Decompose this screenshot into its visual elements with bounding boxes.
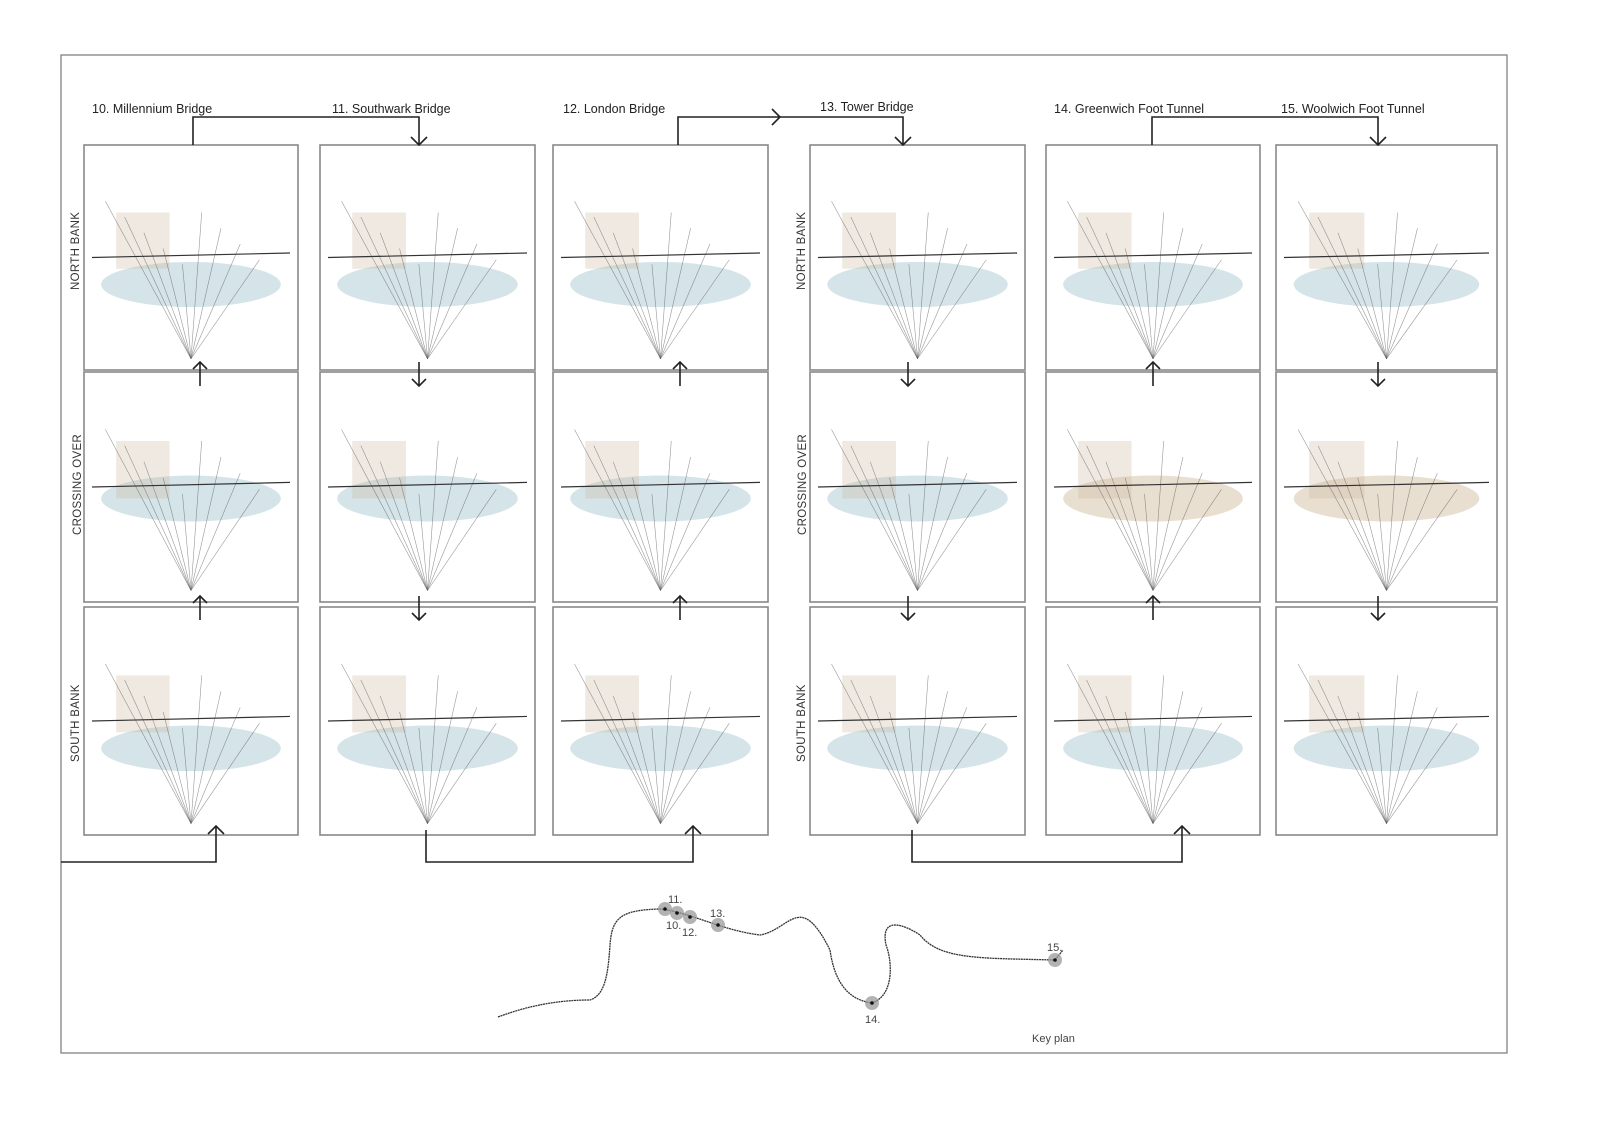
- svg-text:11.: 11.: [668, 894, 682, 906]
- arrow-down-icon: [900, 596, 916, 622]
- sketch-12-south-bank: [552, 606, 769, 836]
- key-plan-marker-13: 13.: [710, 908, 725, 932]
- sketch-15-north-bank: [1275, 144, 1498, 371]
- key-plan-marker-12: 12.: [682, 910, 697, 939]
- row-label-crossing-over-2: CROSSING OVER: [797, 434, 809, 535]
- key-plan-markers: 10. 11. 12. 13. 14. 15.: [658, 894, 1062, 1026]
- sketch-13-north-bank: [809, 144, 1026, 371]
- sketch-10-crossing-over: [83, 371, 299, 603]
- sketch-11-north-bank: [319, 144, 536, 371]
- sketch-15-south-bank: [1275, 606, 1498, 836]
- sketch-10-north-bank: [83, 144, 299, 371]
- sketch-13-crossing-over: [809, 371, 1026, 603]
- svg-text:14.: 14.: [865, 1014, 880, 1026]
- header-london-bridge: 12. London Bridge: [563, 102, 665, 116]
- sheet-border: [60, 54, 1508, 1054]
- arrow-up-icon: [192, 360, 208, 386]
- arrow-down-icon: [411, 362, 427, 388]
- sketch-frames: [83, 144, 1498, 836]
- arrow-down-icon: [1370, 596, 1386, 622]
- row-label-crossing-over: CROSSING OVER: [72, 434, 84, 535]
- sketch-12-north-bank: [552, 144, 769, 371]
- flow-arrows: [192, 360, 1386, 622]
- key-plan-marker-10: 10.: [658, 902, 681, 932]
- sketch-10-south-bank: [83, 606, 299, 836]
- route-connectors: [61, 108, 1387, 863]
- sketch-14-north-bank: [1045, 144, 1261, 371]
- sketch-11-south-bank: [319, 606, 536, 836]
- arrow-up-icon: [672, 360, 688, 386]
- arrow-down-icon: [1370, 362, 1386, 388]
- key-plan-marker-11: 11.: [668, 894, 684, 920]
- sketch-13-south-bank: [809, 606, 1026, 836]
- row-label-south-bank: SOUTH BANK: [70, 684, 82, 762]
- row-label-north-bank-2: NORTH BANK: [796, 212, 808, 290]
- svg-text:12.: 12.: [682, 927, 697, 939]
- row-label-south-bank-2: SOUTH BANK: [796, 684, 808, 762]
- arrow-down-icon: [411, 596, 427, 622]
- arrow-up-icon: [672, 594, 688, 620]
- arrow-down-icon: [900, 362, 916, 388]
- arrow-up-icon: [1145, 360, 1161, 386]
- header-millennium-bridge: 10. Millennium Bridge: [92, 102, 212, 116]
- key-plan-map: [497, 908, 1064, 1018]
- sketch-12-crossing-over: [552, 371, 769, 603]
- header-tower-bridge: 13. Tower Bridge: [820, 100, 914, 114]
- header-southwark-bridge: 11. Southwark Bridge: [332, 102, 451, 116]
- arrow-up-icon: [192, 594, 208, 620]
- key-plan-marker-14: 14.: [865, 996, 880, 1026]
- sketch-11-crossing-over: [319, 371, 536, 603]
- arrow-up-icon: [1145, 594, 1161, 620]
- key-plan-marker-15: 15.: [1047, 942, 1062, 967]
- key-plan-title: Key plan: [1032, 1033, 1075, 1045]
- sketch-15-crossing-over: [1275, 371, 1498, 603]
- header-woolwich-foot-tunnel: 15. Woolwich Foot Tunnel: [1281, 102, 1425, 116]
- row-label-north-bank: NORTH BANK: [70, 212, 82, 290]
- sketch-14-crossing-over: [1045, 371, 1261, 603]
- svg-text:15.: 15.: [1047, 942, 1062, 954]
- svg-text:10.: 10.: [666, 920, 681, 932]
- header-greenwich-foot-tunnel: 14. Greenwich Foot Tunnel: [1054, 102, 1204, 116]
- svg-text:13.: 13.: [710, 908, 725, 920]
- sketch-14-south-bank: [1045, 606, 1261, 836]
